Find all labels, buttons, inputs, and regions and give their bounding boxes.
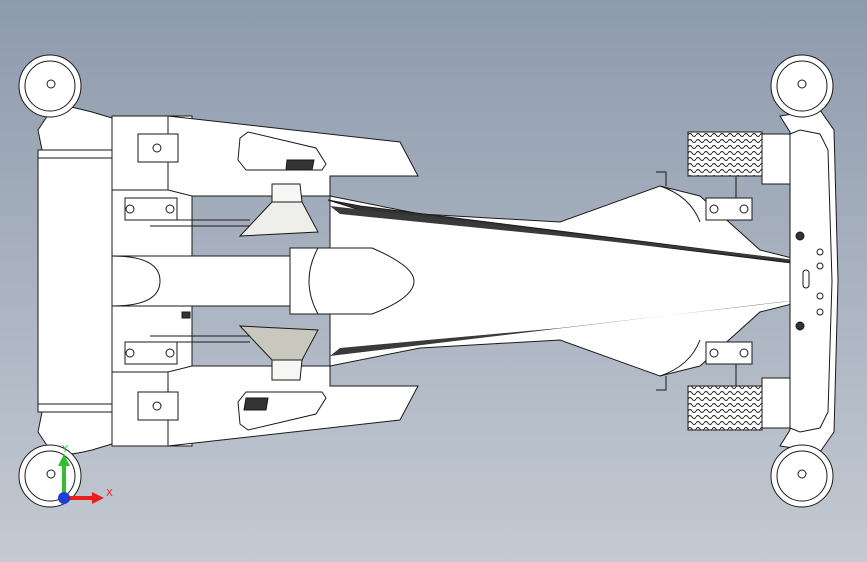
x-axis-label: X	[106, 488, 113, 499]
rear-bearing-upper-inner	[124, 197, 178, 221]
rear-bearing-lower	[137, 391, 179, 421]
rear-bearing-upper	[137, 133, 179, 163]
front-right-tire	[687, 385, 763, 431]
front-left-wheel	[770, 54, 834, 118]
front-right-wheel	[770, 444, 834, 508]
front-nose-cone	[289, 247, 415, 315]
y-axis-label: Y	[61, 444, 69, 455]
motor-cylinder	[111, 255, 301, 307]
front-bearing-upper	[705, 197, 753, 221]
rear-bumper-bar	[37, 149, 115, 413]
front-left-tire	[687, 131, 763, 177]
rear-left-wheel	[18, 54, 82, 118]
front-bearing-lower	[705, 341, 753, 365]
rear-bearing-lower-inner	[124, 341, 178, 365]
front-plate-holes	[795, 231, 824, 331]
coordinate-triad: X Y	[40, 440, 120, 520]
